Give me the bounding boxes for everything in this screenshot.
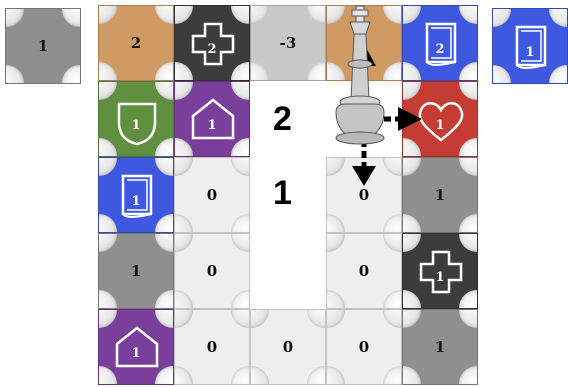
arrow-down-icon	[352, 140, 376, 186]
king-piece-icon[interactable]	[336, 6, 384, 144]
